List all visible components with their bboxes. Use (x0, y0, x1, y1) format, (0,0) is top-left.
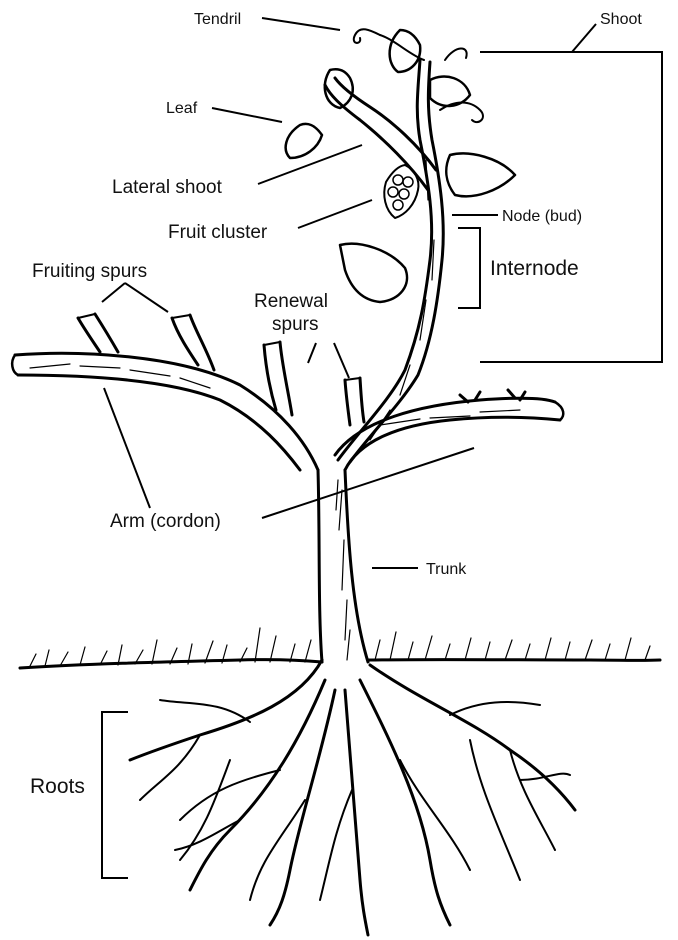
label-roots: Roots (30, 775, 85, 798)
fruit-cluster-illustration (384, 165, 418, 218)
label-fruiting-spurs: Fruiting spurs (32, 261, 147, 282)
label-lateral-shoot: Lateral shoot (112, 177, 223, 198)
label-trunk: Trunk (426, 561, 467, 578)
root-system-illustration (130, 660, 575, 935)
label-renewal-spurs-line1: Renewal (254, 291, 328, 312)
shoot-illustration (325, 29, 483, 462)
label-node-bud: Node (bud) (502, 208, 582, 225)
ground-grass-illustration (20, 628, 660, 668)
label-leaf: Leaf (166, 100, 198, 117)
label-fruit-cluster: Fruit cluster (168, 222, 268, 243)
trunk-illustration (318, 470, 368, 662)
shoot-bracket (480, 24, 662, 362)
roots-bracket (102, 712, 128, 878)
cordon-arms-illustration (12, 353, 563, 470)
label-internode: Internode (490, 257, 579, 280)
label-renewal-spurs-line2: spurs (272, 314, 318, 335)
label-arm-cordon: Arm (cordon) (110, 511, 221, 532)
internode-bracket (458, 228, 480, 308)
label-tendril: Tendril (194, 11, 241, 28)
label-shoot: Shoot (600, 11, 642, 28)
